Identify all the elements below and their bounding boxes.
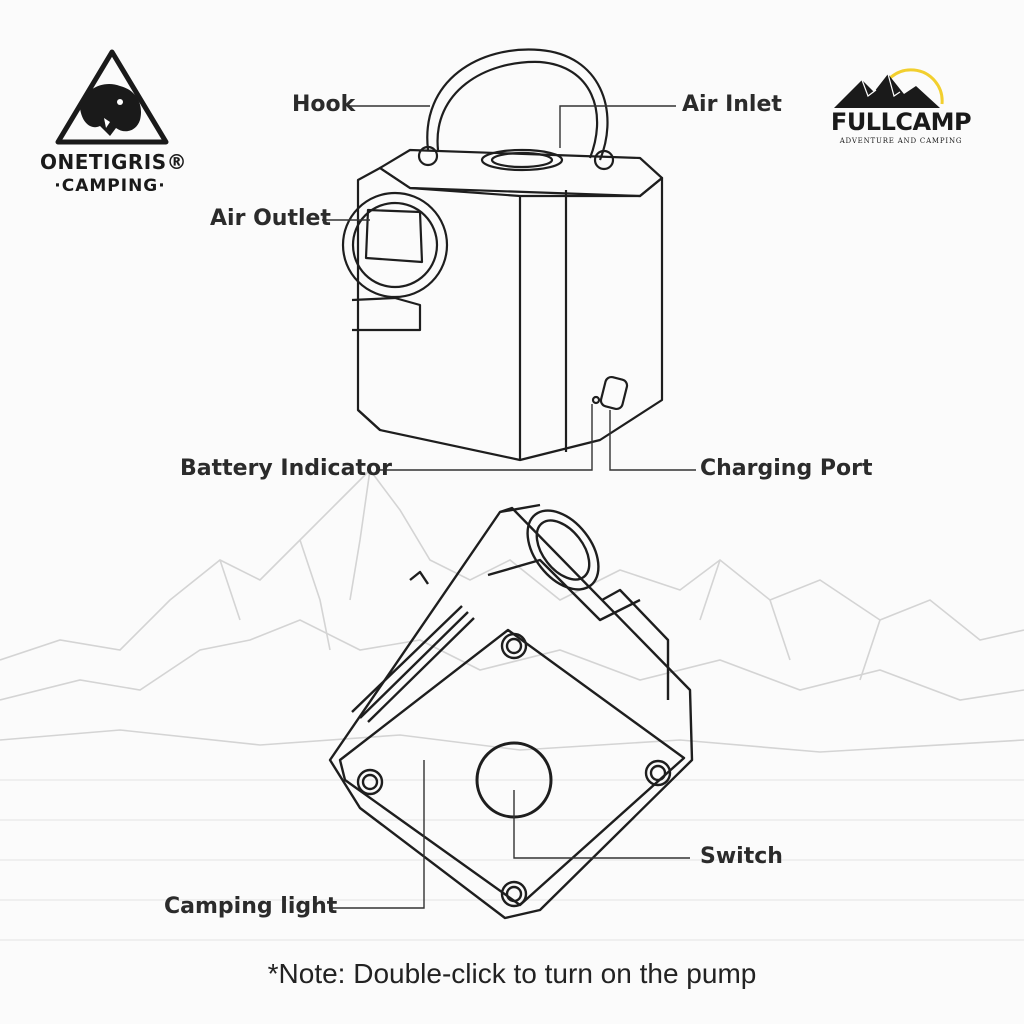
charging-port-shape bbox=[599, 375, 629, 411]
air-inlet-opening bbox=[480, 148, 564, 172]
label-air-inlet: Air Inlet bbox=[682, 92, 782, 117]
tiger-head-icon bbox=[80, 84, 142, 136]
label-battery-indicator: Battery Indicator bbox=[180, 456, 392, 481]
usage-note: *Note: Double-click to turn on the pump bbox=[267, 958, 757, 989]
battery-indicator-dot bbox=[591, 395, 601, 405]
brand-name: ONETIGRIS® bbox=[40, 150, 188, 174]
label-switch: Switch bbox=[700, 844, 783, 869]
brand-name: FULLCAMP bbox=[830, 108, 972, 136]
onetigris-brand: ONETIGRIS® ·CAMPING· bbox=[40, 150, 188, 196]
label-camping-light: Camping light bbox=[164, 894, 338, 919]
camping-light-face bbox=[338, 628, 686, 907]
mountain-icon bbox=[834, 74, 940, 108]
brand-subtitle: ·CAMPING· bbox=[54, 176, 166, 196]
brand-subtitle: ADVENTURE AND CAMPING bbox=[839, 137, 963, 145]
label-charging-port: Charging Port bbox=[700, 456, 873, 481]
fullcamp-brand: FULLCAMP ADVENTURE AND CAMPING bbox=[826, 108, 976, 145]
label-air-outlet: Air Outlet bbox=[210, 206, 331, 231]
hook-handle bbox=[426, 48, 609, 161]
label-hook: Hook bbox=[292, 92, 356, 117]
